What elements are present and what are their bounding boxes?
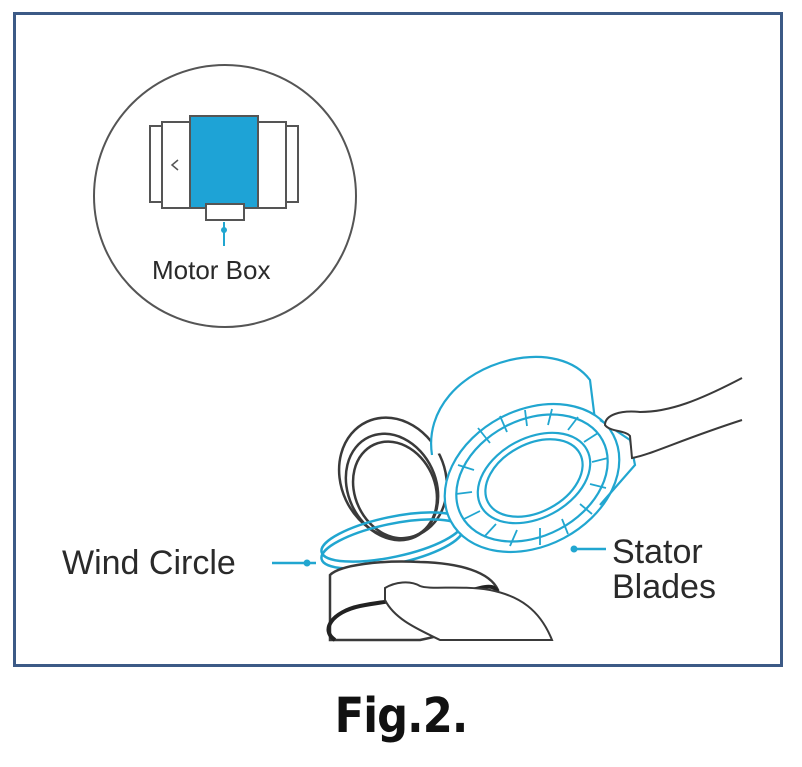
motor-box-inset xyxy=(93,64,357,328)
hand xyxy=(384,377,743,641)
wind-circle-label: Wind Circle xyxy=(62,544,236,582)
stator-blades-callout xyxy=(570,545,606,553)
stator-label-line2: Blades xyxy=(612,568,716,606)
motor-box-icon xyxy=(189,115,259,209)
figure-caption: Fig.2. xyxy=(334,688,469,744)
stator-blades-ring xyxy=(430,355,637,554)
stator-label-line1: Stator xyxy=(612,533,703,571)
motor-box-label: Motor Box xyxy=(152,255,271,285)
stator-blades-label: Stator Blades xyxy=(612,535,716,605)
rear-housing xyxy=(337,416,449,542)
wind-circle-callout xyxy=(272,559,316,567)
